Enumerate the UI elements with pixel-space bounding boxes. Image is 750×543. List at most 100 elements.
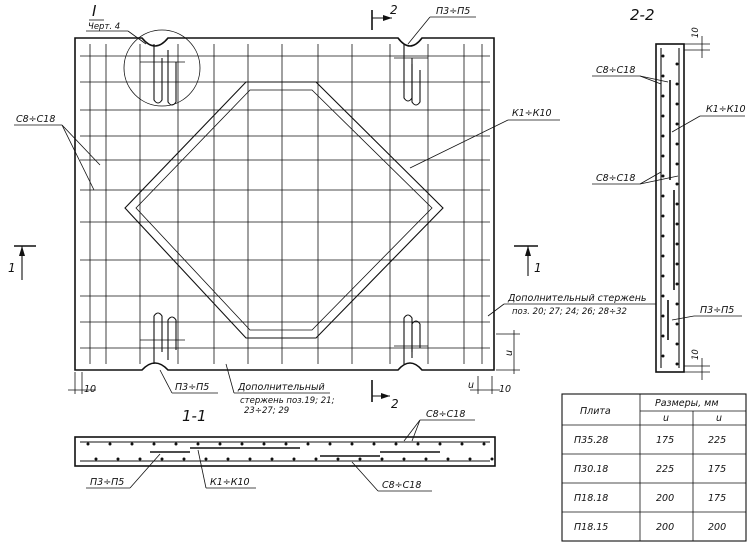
bar-dot <box>482 442 486 446</box>
svg-text:200: 200 <box>656 522 674 533</box>
table-row: П18.18 200 175 <box>574 493 726 504</box>
svg-text:2: 2 <box>391 397 399 411</box>
bar-dot <box>160 457 164 461</box>
sec22-label-mesh-2: С8÷С18 <box>596 173 635 184</box>
bar-dot <box>416 442 420 446</box>
label-extra-bottom-1: Дополнительный <box>237 382 325 393</box>
bar-dot <box>661 194 665 198</box>
bar-dot <box>675 302 679 306</box>
bar-dot <box>675 182 679 186</box>
dim-u-bottom: u 10 <box>468 376 511 395</box>
bar-dot <box>372 442 376 446</box>
svg-text:П30.18: П30.18 <box>574 464 608 475</box>
sizes-table: Плита Размеры, мм u u П35.28 175 225 П30… <box>561 393 747 542</box>
cut-1-right: 1 <box>514 245 542 276</box>
bar-dot <box>182 457 186 461</box>
bar-dot <box>675 282 679 286</box>
bar-dot <box>675 322 679 326</box>
table-header-plate: Плита <box>580 406 611 417</box>
bar-dot <box>94 457 98 461</box>
svg-text:2: 2 <box>390 3 398 17</box>
bar-dot <box>661 314 665 318</box>
detail-ref: Черт. 4 <box>88 22 120 32</box>
sec11-label-frame: К1÷К10 <box>210 477 250 488</box>
bar-dot <box>204 457 208 461</box>
section-2-2-bar-dots <box>661 54 679 366</box>
svg-text:200: 200 <box>708 522 726 533</box>
bar-dot <box>675 122 679 126</box>
bar-dot <box>270 457 274 461</box>
bar-dot <box>675 222 679 226</box>
svg-text:225: 225 <box>656 464 674 475</box>
detail-mark: I <box>92 2 97 20</box>
bar-dot <box>661 74 665 78</box>
bar-dot <box>138 457 142 461</box>
label-extra-bottom-2: стержень поз.19; 21; <box>240 396 335 406</box>
bar-dot <box>675 82 679 86</box>
bar-dot <box>661 294 665 298</box>
section-1-1-title: 1-1 <box>182 407 207 425</box>
svg-text:10: 10 <box>691 349 701 360</box>
bar-dot <box>661 54 665 58</box>
bar-dot <box>661 134 665 138</box>
bar-dot <box>675 142 679 146</box>
bar-dot <box>306 442 310 446</box>
svg-text:П18.18: П18.18 <box>574 493 608 504</box>
sec22-label-frame: К1÷К10 <box>706 104 746 115</box>
bar-dot <box>402 457 406 461</box>
svg-text:10: 10 <box>691 27 701 38</box>
sec22-dim-top: 10 <box>684 27 710 58</box>
table-row: П35.28 175 225 <box>574 435 726 446</box>
svg-text:200: 200 <box>656 493 674 504</box>
svg-text:10: 10 <box>499 384 511 395</box>
bar-dot <box>661 274 665 278</box>
bar-dot <box>248 457 252 461</box>
bar-dot <box>675 162 679 166</box>
svg-text:1: 1 <box>534 261 542 275</box>
bar-dot <box>130 442 134 446</box>
section-1-1-outline <box>74 436 496 467</box>
table-row: П18.15 200 200 <box>574 522 726 533</box>
frame-diamond <box>124 81 444 339</box>
section-1-1-bar-dots <box>86 442 494 461</box>
label-loops-bottom: П3÷П5 <box>175 382 209 393</box>
bar-dot <box>675 202 679 206</box>
svg-text:175: 175 <box>708 464 726 475</box>
label-loops-top: П3÷П5 <box>436 6 470 17</box>
cut-1-left: 1 <box>8 245 36 280</box>
bar-dot <box>438 442 442 446</box>
bar-dot <box>86 442 90 446</box>
bar-dot <box>358 457 362 461</box>
bar-dot <box>174 442 178 446</box>
bar-dot <box>675 262 679 266</box>
plate-plan: I Черт. 4 С8÷С18 П3÷П5 К1÷К10 Дополнител… <box>8 2 656 416</box>
bar-dot <box>460 442 464 446</box>
table-header-sizes: Размеры, мм <box>655 398 719 409</box>
bar-dot <box>196 442 200 446</box>
bar-dot <box>468 457 472 461</box>
lifting-loop-bottom-right <box>394 314 428 364</box>
table-subheader-u2: u <box>716 413 722 424</box>
label-frame: К1÷К10 <box>512 108 552 119</box>
section-1-1: 1-1 С8÷С18 С8÷С18 П3÷П5 К1÷К10 <box>74 407 496 492</box>
section-2-2: 2-2 10 10 С8÷С18 К1÷К10 С8÷С18 <box>592 6 746 380</box>
bar-dot <box>350 442 354 446</box>
bar-dot <box>314 457 318 461</box>
bar-dot <box>661 334 665 338</box>
label-mesh-left: С8÷С18 <box>16 114 55 125</box>
plate-outline <box>74 37 495 371</box>
dim-u-right: u <box>496 330 520 374</box>
sec11-label-mesh-top: С8÷С18 <box>426 409 465 420</box>
bar-dot <box>661 94 665 98</box>
bar-dot <box>661 114 665 118</box>
frame-diamond-inner <box>135 89 433 331</box>
bar-dot <box>661 174 665 178</box>
bar-dot <box>226 457 230 461</box>
bar-dot <box>262 442 266 446</box>
bar-dot <box>116 457 120 461</box>
bar-dot <box>328 442 332 446</box>
bar-dot <box>424 457 428 461</box>
bar-dot <box>336 457 340 461</box>
section-2-2-outline <box>655 43 685 373</box>
